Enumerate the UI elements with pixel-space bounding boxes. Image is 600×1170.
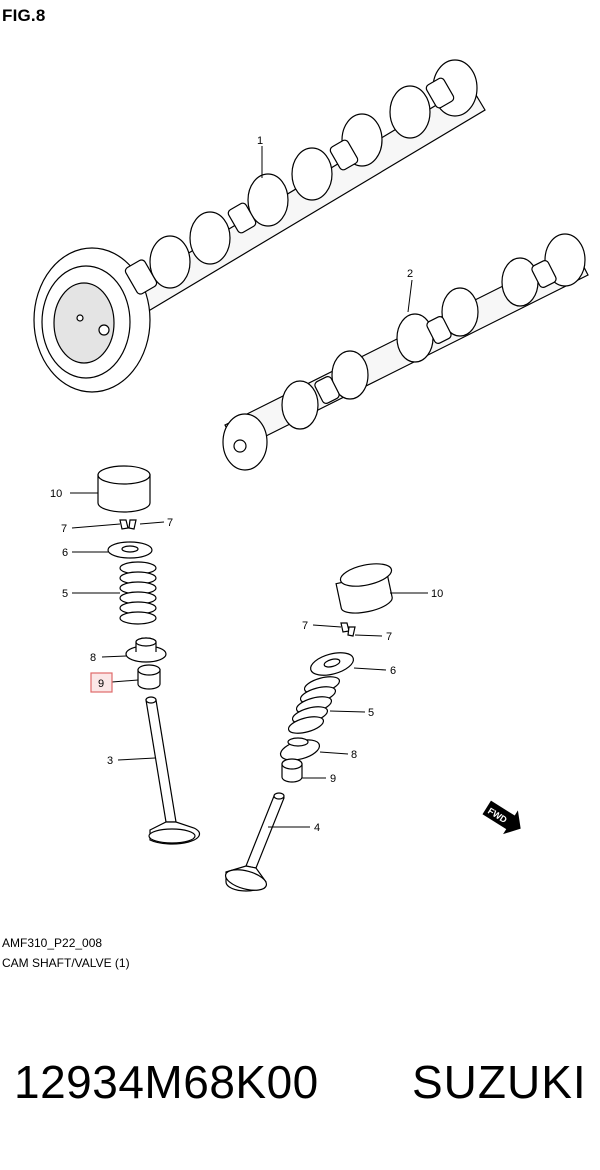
spring-seat-left[interactable] xyxy=(125,637,167,663)
cotters-left[interactable] xyxy=(119,519,137,530)
callout-10[interactable]: 10 xyxy=(431,588,443,600)
callout-7[interactable]: 7 xyxy=(302,620,308,632)
stem-seal-left[interactable] xyxy=(137,664,161,690)
callout-8[interactable]: 8 xyxy=(90,652,96,664)
tappet-left[interactable] xyxy=(97,465,151,513)
brand-name: SUZUKI xyxy=(412,1056,587,1108)
drawing-code: AMF310_P22_008 xyxy=(2,936,103,950)
cotters-right[interactable] xyxy=(340,622,356,637)
spring-right[interactable] xyxy=(287,674,341,737)
parts-diagram: 1 2 10 7 7 6 5 8 9 3 10 7 7 6 5 8 9 4 FW… xyxy=(33,59,589,894)
part-number: 12934M68K00 xyxy=(14,1056,319,1108)
figure-title: FIG.8 xyxy=(2,6,46,25)
valve-stack-right xyxy=(223,560,394,894)
valve-exhaust[interactable] xyxy=(223,792,285,894)
callout-9-highlighted[interactable]: 9 xyxy=(98,678,104,690)
callout-7[interactable]: 7 xyxy=(61,523,67,535)
leader-lines xyxy=(70,146,428,828)
valve-intake[interactable] xyxy=(145,696,201,845)
footer: 12934M68K00 SUZUKI xyxy=(0,1055,600,1125)
callout-6[interactable]: 6 xyxy=(62,547,68,559)
camshaft-intake[interactable] xyxy=(33,59,486,393)
callout-5[interactable]: 5 xyxy=(368,707,374,719)
callout-1[interactable]: 1 xyxy=(257,135,263,147)
diagram-description: CAM SHAFT/VALVE (1) xyxy=(2,956,130,970)
callouts: 1 2 10 7 7 6 5 8 9 3 10 7 7 6 5 8 9 4 xyxy=(50,135,443,834)
callout-7[interactable]: 7 xyxy=(386,631,392,643)
tappet-right[interactable] xyxy=(335,560,394,617)
callout-4[interactable]: 4 xyxy=(314,822,320,834)
retainer-left[interactable] xyxy=(107,541,153,559)
callout-7[interactable]: 7 xyxy=(167,517,173,529)
callout-8[interactable]: 8 xyxy=(351,749,357,761)
callout-3[interactable]: 3 xyxy=(107,755,113,767)
callout-9[interactable]: 9 xyxy=(330,773,336,785)
spring-left[interactable] xyxy=(119,561,157,625)
camshaft-exhaust[interactable] xyxy=(222,233,589,471)
retainer-right[interactable] xyxy=(308,649,356,680)
callout-5[interactable]: 5 xyxy=(62,588,68,600)
callout-6[interactable]: 6 xyxy=(390,665,396,677)
spring-seat-right[interactable] xyxy=(278,736,321,764)
fwd-arrow-icon: FWD xyxy=(482,800,521,835)
callout-2[interactable]: 2 xyxy=(407,268,413,280)
stem-seal-right[interactable] xyxy=(281,758,303,783)
callout-10[interactable]: 10 xyxy=(50,488,62,500)
highlight-box xyxy=(90,672,113,693)
valve-stack-left xyxy=(97,465,201,845)
